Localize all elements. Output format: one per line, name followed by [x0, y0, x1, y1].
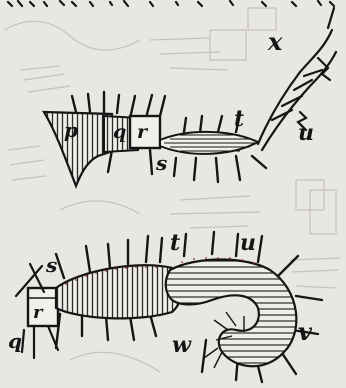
upper-label-p: p — [64, 118, 78, 142]
upper-label-x: x — [267, 27, 283, 56]
upper-label-t: t — [234, 106, 244, 132]
lower-label-q: q — [8, 329, 22, 353]
lower-label-s: s — [45, 253, 57, 277]
upper-label-u: u — [298, 120, 314, 146]
lower-label-r: r — [33, 302, 44, 323]
upper-label-s: s — [155, 151, 167, 175]
lower-label-w: w — [172, 332, 192, 358]
upper-label-q: q — [113, 121, 126, 143]
lower-label-v: v — [298, 317, 313, 346]
lower-label-t: t — [170, 230, 180, 256]
lower-label-u: u — [240, 230, 256, 256]
